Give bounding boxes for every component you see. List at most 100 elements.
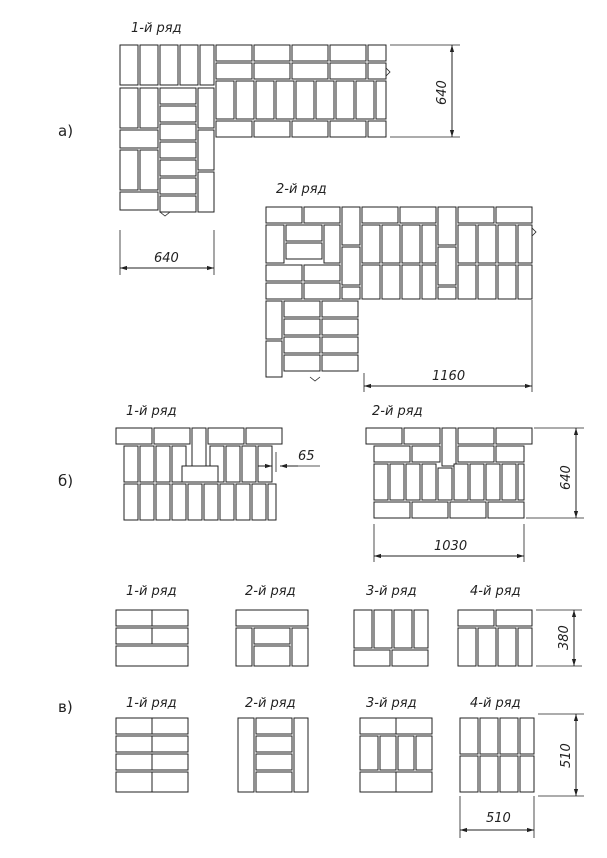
brick — [181, 465, 219, 483]
brick — [139, 483, 155, 521]
brick — [265, 264, 303, 282]
brick — [499, 755, 519, 793]
brick — [191, 427, 207, 467]
brick — [283, 354, 321, 372]
brick — [199, 44, 215, 86]
brick — [291, 62, 329, 80]
brick — [215, 44, 253, 62]
brick — [421, 463, 437, 501]
dim-1030: 1030 — [434, 539, 467, 554]
brick — [207, 427, 245, 445]
brick — [119, 129, 159, 149]
brick — [365, 427, 403, 445]
brick — [197, 87, 215, 129]
brick — [519, 755, 535, 793]
brick — [151, 609, 189, 627]
brick — [251, 483, 267, 521]
brick — [497, 224, 517, 264]
dim-380: 380 — [557, 625, 572, 650]
brick — [329, 62, 367, 80]
brick — [219, 483, 235, 521]
brick — [341, 246, 361, 286]
brick — [401, 224, 421, 264]
row-label-a-2: 2-й ряд — [276, 182, 327, 197]
brick — [119, 191, 159, 211]
brick — [367, 44, 387, 62]
brick — [395, 771, 433, 793]
brick — [457, 206, 495, 224]
brick — [155, 483, 171, 521]
brick — [265, 300, 283, 340]
brick — [495, 427, 533, 445]
brick — [495, 206, 533, 224]
brick — [159, 141, 197, 159]
brick — [159, 195, 197, 213]
brick — [159, 105, 197, 123]
dim-510-horizontal: 510 — [486, 811, 511, 826]
brick — [421, 224, 437, 264]
brick — [497, 627, 517, 667]
brick — [485, 463, 501, 501]
brick — [139, 44, 159, 86]
break-mark — [385, 67, 391, 77]
brick — [151, 771, 189, 793]
brick — [477, 627, 497, 667]
brick — [215, 62, 253, 80]
brick — [215, 120, 253, 138]
pillar-510-row4 — [459, 717, 535, 793]
row-label-380-3: 3-й ряд — [366, 584, 417, 599]
pillar-380-row3 — [353, 609, 429, 667]
brick — [265, 282, 303, 300]
dim-510-vertical: 510 — [559, 743, 574, 768]
brick — [477, 264, 497, 300]
brick — [171, 483, 187, 521]
brick — [295, 80, 315, 120]
brick — [321, 336, 359, 354]
brick — [115, 717, 153, 735]
brick — [253, 120, 291, 138]
brick — [457, 427, 495, 445]
brick — [115, 753, 153, 771]
brick — [115, 627, 153, 645]
brick — [453, 463, 469, 501]
dim-640-horizontal-a: 640 — [154, 251, 179, 266]
brick — [459, 755, 479, 793]
brick — [253, 627, 291, 645]
brick — [283, 336, 321, 354]
brick — [469, 463, 485, 501]
brick — [159, 159, 197, 177]
brick — [151, 753, 189, 771]
brick — [487, 501, 525, 519]
brick — [255, 717, 293, 735]
brick — [341, 206, 361, 246]
brick — [245, 427, 283, 445]
brick — [119, 149, 139, 191]
brick — [501, 463, 517, 501]
brick — [139, 87, 159, 129]
brick — [197, 129, 215, 171]
brick — [367, 62, 387, 80]
brick — [255, 735, 293, 753]
brick — [329, 44, 367, 62]
brick — [255, 80, 275, 120]
brick — [235, 627, 253, 667]
brick — [375, 80, 387, 120]
row-label-380-2: 2-й ряд — [245, 584, 296, 599]
brick — [237, 717, 255, 793]
brick — [315, 80, 335, 120]
brick — [283, 300, 321, 318]
brick — [293, 717, 309, 793]
brick — [115, 427, 153, 445]
brick — [321, 354, 359, 372]
brick — [291, 44, 329, 62]
brick — [353, 609, 373, 649]
brick — [253, 62, 291, 80]
brick — [457, 627, 477, 667]
row-label-380-4: 4-й ряд — [470, 584, 521, 599]
brick — [291, 120, 329, 138]
brick — [413, 609, 429, 649]
brick — [517, 224, 533, 264]
brick — [495, 445, 525, 463]
brick — [197, 171, 215, 213]
brick — [159, 123, 197, 141]
